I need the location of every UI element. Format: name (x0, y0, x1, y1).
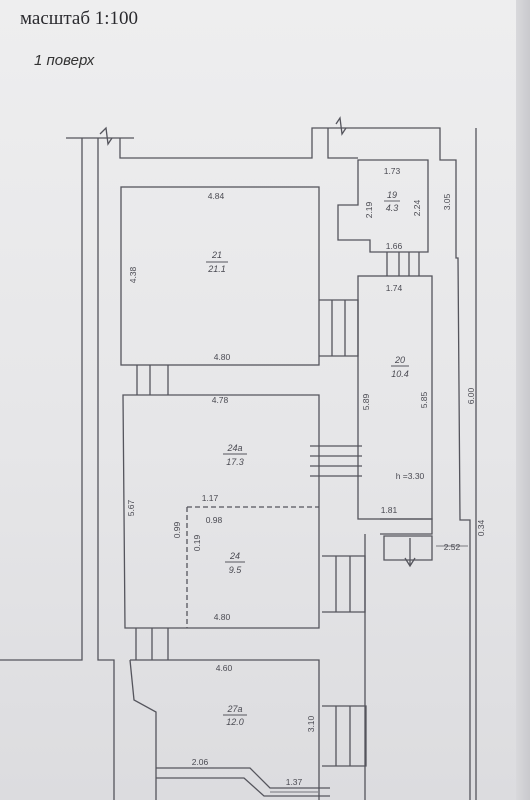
room-27a-id: 27а (226, 704, 242, 714)
top-wall-step (119, 127, 370, 159)
room-21-outline (120, 186, 320, 366)
dim-305: 3.05 (442, 193, 452, 210)
scale-label: масштаб 1:100 (20, 8, 139, 29)
top-wall-right (327, 128, 358, 159)
bottom-wall-2 (156, 777, 330, 797)
dim-166: 1.66 (386, 241, 403, 251)
room-24a-outline (122, 394, 320, 629)
room-24a-id: 24а (226, 443, 242, 453)
dim-310: 3.10 (306, 715, 316, 732)
entrance-arrow (404, 538, 416, 568)
stair-mid-upper (319, 299, 359, 357)
stair-24 (322, 555, 366, 613)
room-27a-area: 12.0 (226, 717, 244, 727)
room-19-outline (337, 159, 429, 253)
stair-27a (322, 705, 367, 767)
room-24a-area: 17.3 (226, 457, 244, 467)
outer-wall-west (0, 138, 83, 661)
passage-19-20 (386, 252, 420, 276)
dim-098: 0.98 (206, 515, 223, 525)
break-symbol-1 (99, 126, 113, 146)
room-24-id: 24 (229, 551, 240, 561)
ceiling-height: h =3.30 (396, 471, 425, 481)
entrance-porch (383, 535, 433, 561)
dim-137: 1.37 (286, 777, 303, 787)
room-27a-outline (129, 659, 320, 800)
break-symbol-2 (335, 116, 347, 136)
dim-219: 2.19 (364, 201, 374, 218)
dim-117: 1.17 (202, 493, 219, 503)
dim-206: 2.06 (192, 757, 209, 767)
stair-21-24a (136, 365, 169, 395)
dim-173: 1.73 (384, 166, 401, 176)
dim-480-top: 4.80 (214, 352, 231, 362)
dim-224: 2.24 (412, 199, 422, 216)
stair-24-27a (135, 628, 169, 660)
dim-478: 4.78 (212, 395, 229, 405)
dim-480-bottom: 4.80 (214, 612, 231, 622)
dim-252: 2.52 (444, 542, 461, 552)
dim-174: 1.74 (386, 283, 403, 293)
entrance-steps (380, 518, 433, 535)
outer-wall-west-inner (97, 138, 115, 800)
dim-019: 0.19 (192, 534, 202, 551)
room-21-id: 21 (211, 250, 222, 260)
dim-567: 5.67 (126, 499, 136, 516)
dim-460: 4.60 (216, 663, 233, 673)
room-24-area: 9.5 (229, 565, 243, 575)
room-19-id: 19 (387, 190, 397, 200)
dim-181: 1.81 (381, 505, 398, 515)
room-21-area: 21.1 (207, 264, 226, 274)
stair-corridor (310, 445, 362, 477)
outer-wall-east (370, 127, 471, 540)
room-20-area: 10.4 (391, 369, 409, 379)
room-20-id: 20 (394, 355, 405, 365)
dim-600: 6.00 (466, 387, 476, 404)
dim-484: 4.84 (208, 191, 225, 201)
room-19-area: 4.3 (386, 203, 399, 213)
paper-edge (516, 0, 530, 800)
dim-438: 4.38 (128, 266, 138, 283)
dim-034: 0.34 (476, 519, 486, 536)
dim-099: 0.99 (172, 521, 182, 538)
dim-589: 5.89 (361, 393, 371, 410)
floor-label: 1 поверх (34, 52, 95, 69)
dim-585: 5.85 (419, 391, 429, 408)
